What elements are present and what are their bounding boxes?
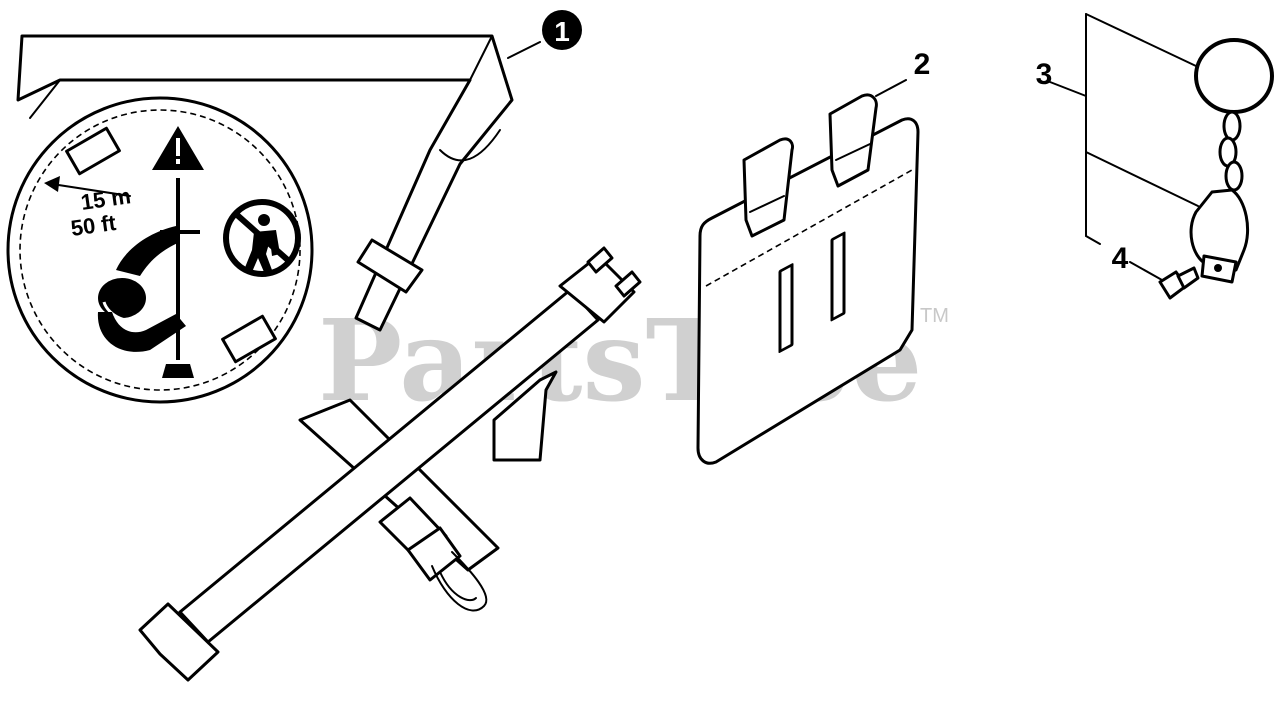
bolt-shank	[1176, 266, 1200, 290]
bolt	[1158, 266, 1200, 300]
callout-1-badge	[542, 10, 582, 50]
hip-pad	[696, 93, 920, 465]
label-slot-bottom	[221, 314, 277, 364]
strap-slider	[356, 238, 424, 294]
buckle-female	[558, 254, 636, 324]
callout-2: 2	[914, 48, 931, 81]
pad-loop-left	[742, 137, 794, 238]
trademark-mark: TM	[920, 305, 949, 327]
chain-link	[1222, 110, 1242, 142]
shaft-clamp	[1189, 188, 1250, 278]
leader-lines	[507, 13, 1199, 281]
callout-1: 1	[554, 16, 570, 47]
callout-4: 4	[1112, 242, 1129, 275]
arrow-left-icon	[44, 176, 60, 192]
callouts: 1 2 3 4	[542, 10, 1129, 275]
trimmer-head-icon	[162, 364, 194, 378]
callout-3: 3	[1036, 58, 1053, 91]
strap-end-tab	[138, 602, 220, 682]
pad-slot-left	[778, 263, 794, 353]
strap-tail	[492, 370, 558, 462]
snap-hook	[431, 551, 488, 612]
hanger-assembly	[1189, 38, 1274, 284]
operator-body	[97, 312, 186, 352]
pad-slot-right	[830, 231, 846, 322]
warning-label: 15 m 50 ft	[6, 96, 314, 404]
operator-arm	[116, 226, 180, 276]
hanger-ring	[1194, 38, 1274, 114]
label-slot-top	[65, 126, 121, 176]
operator-head-icon	[98, 278, 146, 318]
harness-strap	[16, 34, 642, 682]
pad-loop-right	[828, 93, 878, 188]
